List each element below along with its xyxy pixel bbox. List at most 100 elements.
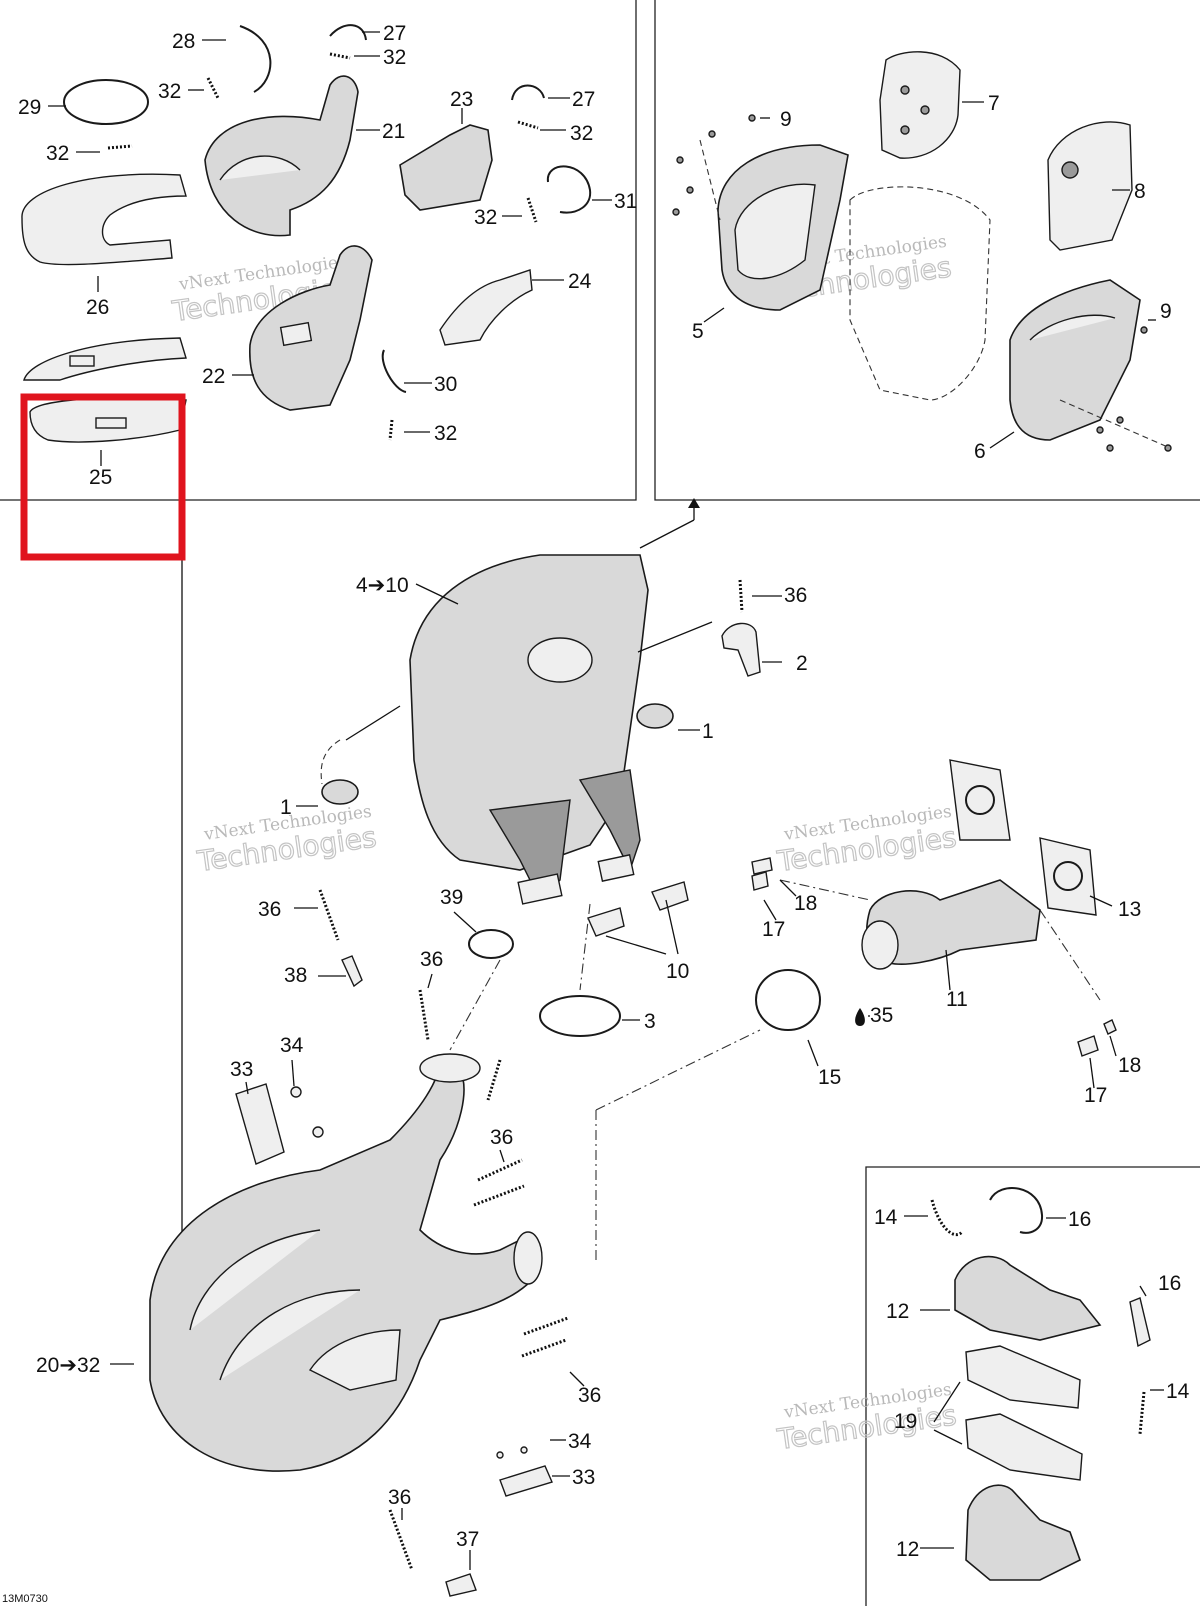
gasket-15: [755, 969, 821, 1031]
muffler-bracket-right: [578, 769, 641, 872]
figure-code: 13M0730: [2, 1593, 48, 1605]
bolt-17: [751, 871, 769, 891]
callout-15: 15: [818, 1066, 841, 1089]
callout-31: 31: [614, 190, 637, 213]
clamp-27-right: [511, 84, 545, 101]
bracket-33-left: [235, 1083, 285, 1165]
nut-34: [312, 1126, 324, 1138]
grommet-1-left: [321, 779, 359, 805]
screw-9: [1116, 416, 1124, 424]
callout-19: 19: [894, 1410, 917, 1433]
top-left-parts: [21, 24, 592, 443]
callout-13: 13: [1118, 898, 1141, 921]
callout-36: 36: [578, 1384, 601, 1407]
resonator-panel: [308, 1329, 401, 1391]
screw-9: [1106, 444, 1114, 452]
clamp-16-small: [1129, 1297, 1151, 1348]
callout-25: 25: [89, 466, 112, 489]
heat-shield-12-lower: [965, 1484, 1081, 1581]
middle-parts: [235, 579, 761, 1207]
spring-36-pair-top: [486, 1059, 502, 1101]
plate-8: [1047, 121, 1133, 251]
washer-18: [751, 857, 773, 875]
elbow-11-inlet: [861, 920, 899, 970]
gasket-39: [468, 929, 514, 959]
nut-34-bottom: [496, 1451, 504, 1459]
frame-top-right-panel: [654, 0, 1200, 501]
arrow-to-bracket: [637, 621, 713, 653]
callout-34: 34: [568, 1430, 592, 1453]
muffler-ghost-outline: [849, 186, 991, 401]
rubber-pad: [597, 854, 635, 882]
exhaust-elbow-parts: [751, 759, 1117, 1057]
assy-line: [1059, 399, 1171, 449]
callout-39: 39: [440, 886, 463, 909]
screw-9: [1164, 444, 1172, 452]
watermark-6: vNext Technologies Technologies: [774, 1380, 959, 1457]
spring-36-res-a: [523, 1316, 569, 1336]
callout-10: 10: [666, 960, 689, 983]
callout-36: 36: [420, 948, 443, 971]
screws-9: [672, 114, 1172, 452]
spring-32-b: [107, 144, 133, 150]
spring-36-res-b: [521, 1338, 567, 1358]
callout-7: 7: [988, 92, 1000, 115]
spring-32-f: [388, 419, 394, 441]
heat-shield-24: [439, 269, 533, 346]
heat-shield-6-rib: [1029, 314, 1116, 341]
resonator-rib-a: [189, 1229, 321, 1331]
plate-8-hole: [1061, 161, 1079, 179]
callout-9: 9: [780, 108, 792, 131]
insulation-19-lower: [965, 1413, 1083, 1481]
heat-shield-23: [399, 124, 493, 211]
watermark-4: vNext Technologies Technologies: [774, 802, 959, 879]
heat-shield-22: [249, 245, 373, 411]
callout-21: 21: [382, 120, 405, 143]
heat-shield-21-rib: [219, 155, 301, 181]
callout-3: 3: [644, 1010, 656, 1033]
insulation-25-slot: [95, 417, 127, 429]
callout-37: 37: [456, 1528, 479, 1551]
gasket-13: [1039, 837, 1097, 916]
clamp-28: [239, 25, 272, 93]
assy-line: [779, 879, 871, 901]
ghost-hose: [320, 739, 341, 785]
callout-29: 29: [18, 96, 41, 119]
clamp-31: [546, 165, 592, 214]
screw-9: [708, 130, 716, 138]
callout-32: 32: [434, 422, 457, 445]
resonator-20: [149, 1058, 541, 1472]
plate-7-hole: [900, 85, 910, 95]
spring-36-bottom: [388, 1509, 414, 1571]
nut-34: [290, 1086, 302, 1098]
callout-36: 36: [490, 1126, 513, 1149]
callout-labels: 28 27 32 29 32 21 23 27 32 32 32 31 26 2…: [18, 22, 1190, 1561]
washer-18-lower: [1103, 1019, 1117, 1035]
muffler-outlet: [527, 637, 593, 683]
callout-14: 14: [1166, 1380, 1190, 1403]
callout-32: 32: [383, 46, 406, 69]
screw-9: [672, 208, 680, 216]
callout-22: 22: [202, 365, 225, 388]
gasket-13-hole: [1053, 861, 1083, 891]
inset-parts: [930, 1187, 1151, 1581]
assy-line: [579, 903, 591, 991]
clamp-29: [63, 79, 149, 125]
callout-20-to-32: 20➔32: [36, 1354, 100, 1377]
leader-lines: [48, 31, 1164, 1570]
callout-36: 36: [784, 584, 807, 607]
rubber-pad: [517, 873, 563, 905]
callout-11: 11: [946, 988, 968, 1011]
heat-shield-6: [1009, 279, 1141, 441]
pad-10-left: [587, 907, 625, 937]
callout-14: 14: [874, 1206, 898, 1229]
gasket-13-upper: [949, 759, 1011, 841]
highlight-box: [20, 393, 186, 561]
spring-14-inset-right: [1138, 1391, 1146, 1435]
callout-16: 16: [1158, 1272, 1181, 1295]
nut-34-bottom: [520, 1446, 528, 1454]
clamp-27-top: [329, 24, 367, 41]
heat-shield-22-window: [279, 321, 313, 347]
callout-32: 32: [158, 80, 181, 103]
spring-36-left: [318, 889, 340, 941]
